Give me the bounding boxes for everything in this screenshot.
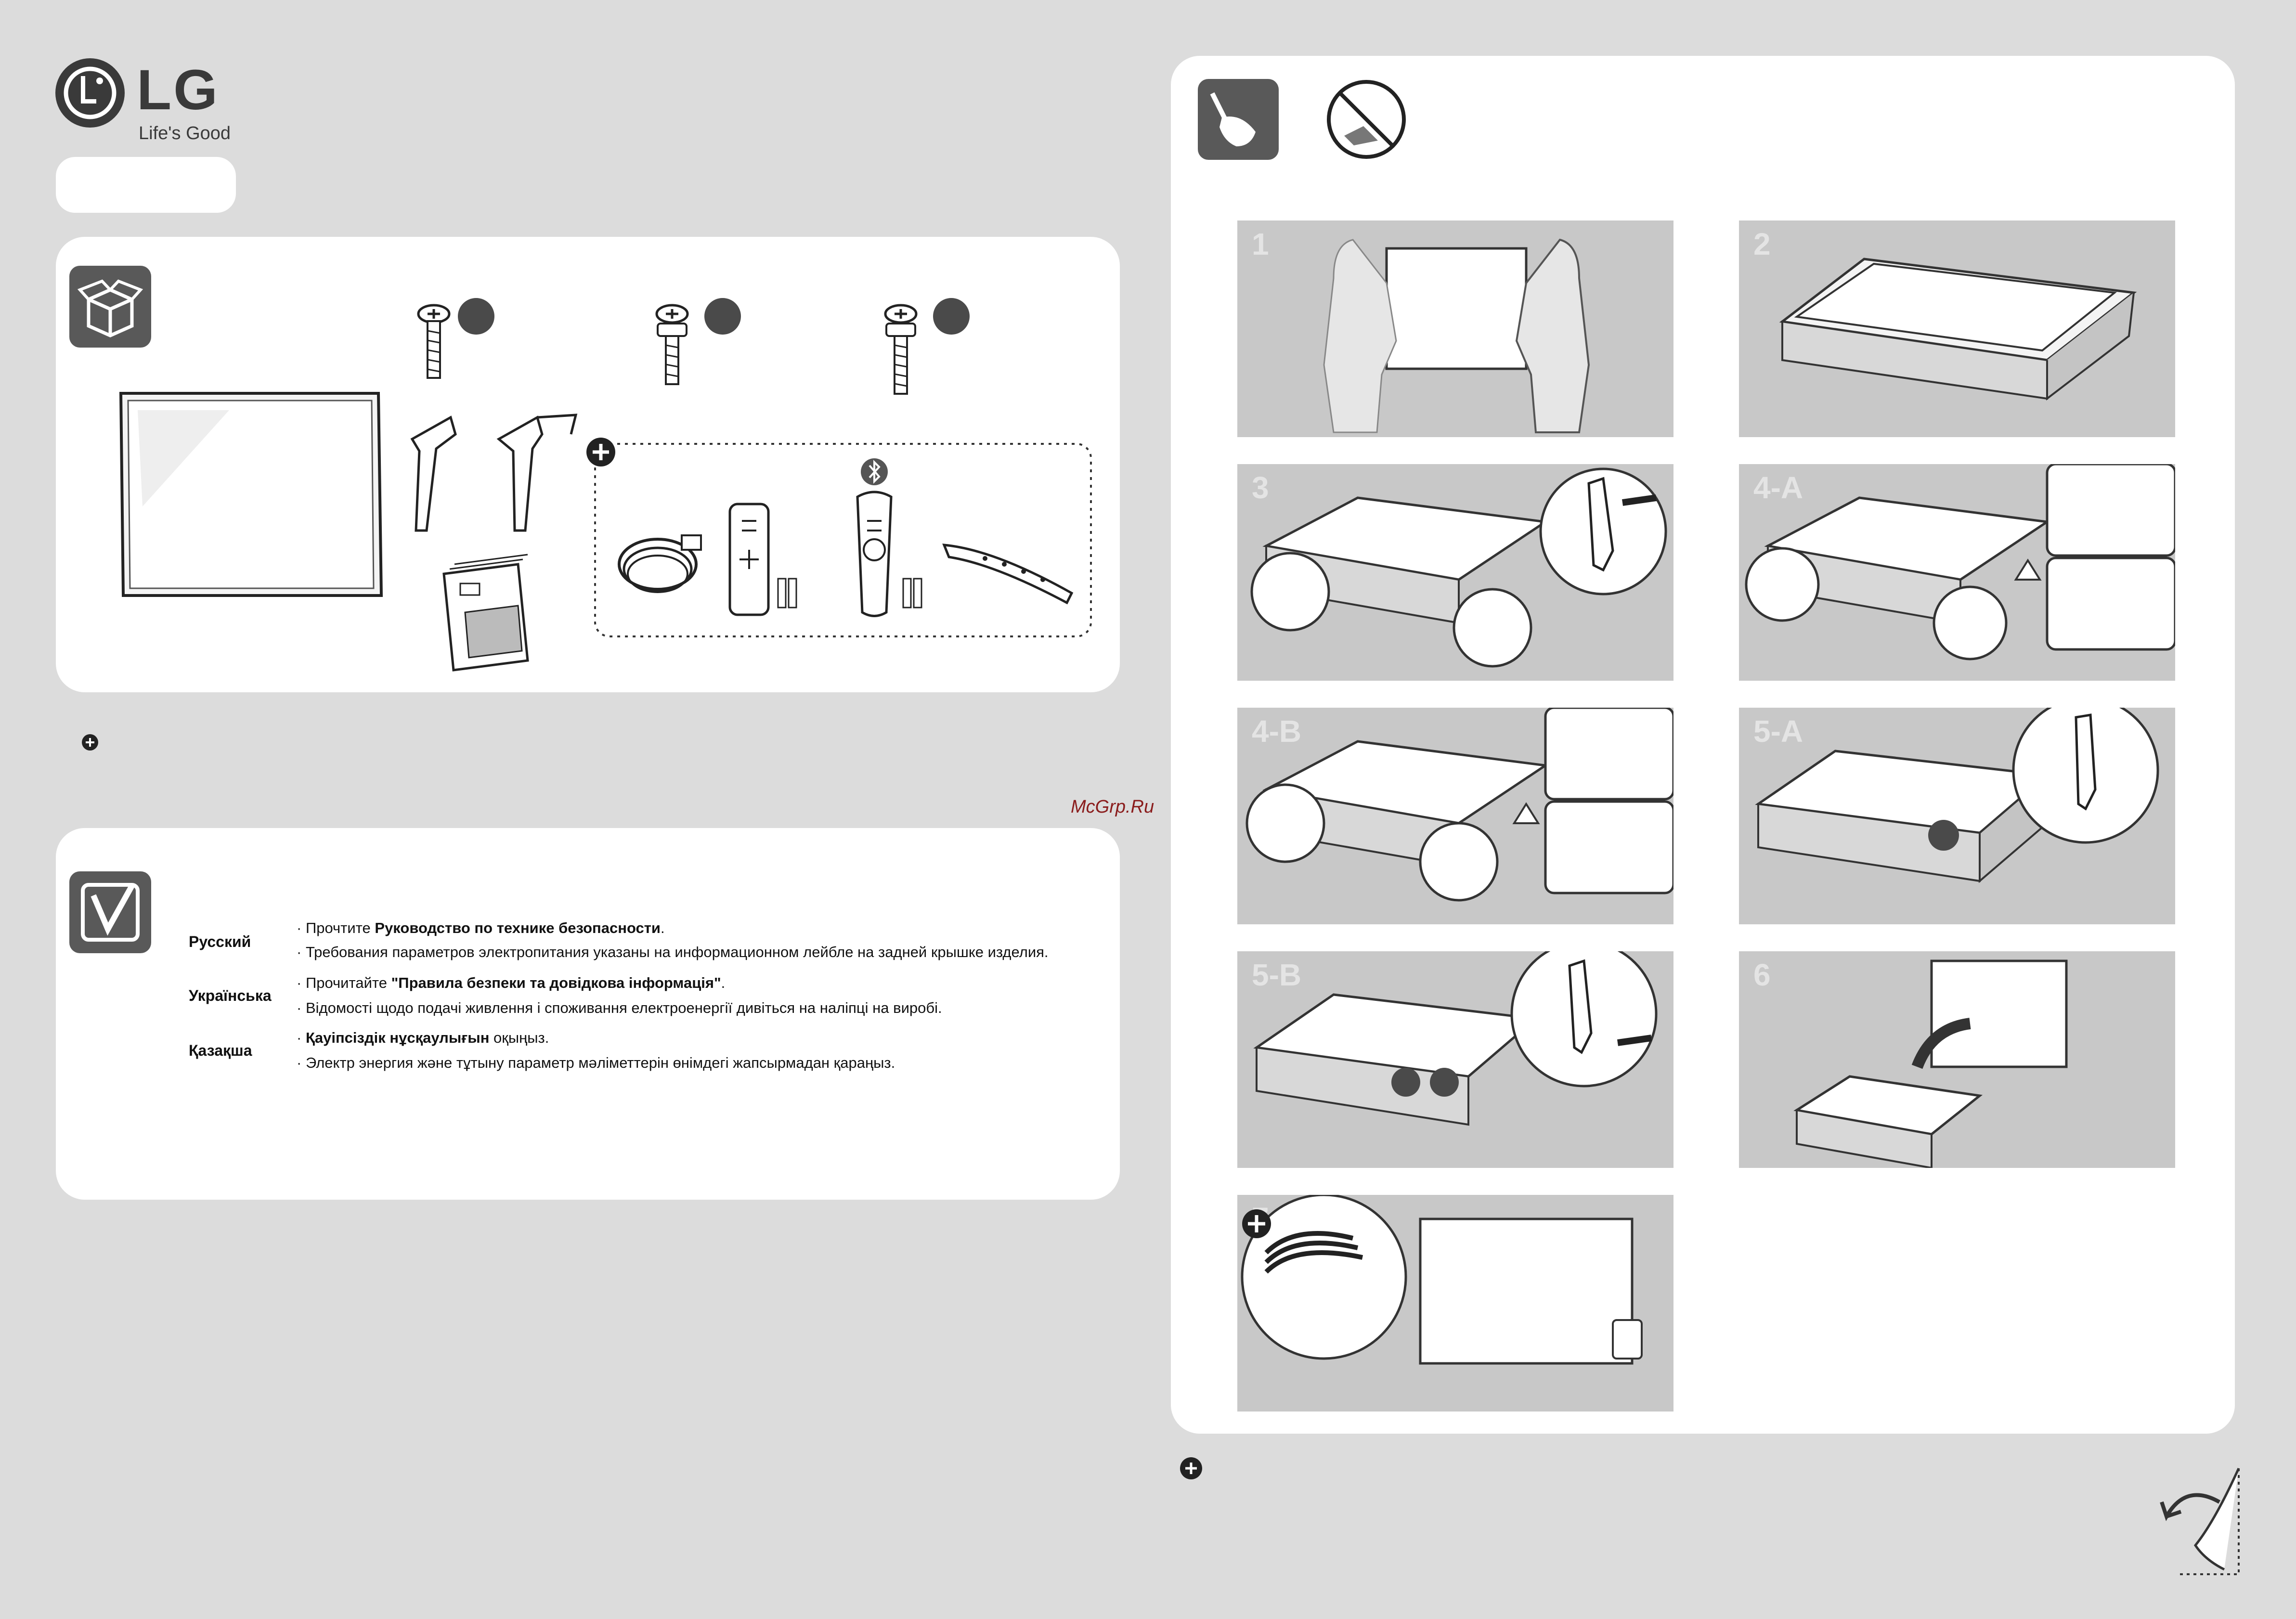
screw-b-icon — [655, 304, 689, 385]
page-turn-icon — [2157, 1464, 2244, 1579]
step-5-b: 5-B — [1237, 951, 1673, 1168]
no-liquid-icon — [1325, 78, 1408, 161]
ru-line-1: · Прочтите Руководство по технике безопа… — [297, 920, 665, 936]
bottom-plus-icon — [1179, 1456, 1204, 1481]
screwdriver-icon — [1198, 79, 1279, 160]
step-4-b: 4-B — [1237, 708, 1673, 924]
step-1: 1 — [1237, 220, 1673, 437]
step-4-a: 4-A — [1739, 464, 2175, 681]
stand-right-icon — [496, 414, 578, 532]
lang-kazakh: Қазақша — [189, 1042, 252, 1059]
screw-b-badge — [704, 298, 741, 335]
checkmark-icon — [69, 871, 151, 953]
step-2: 2 — [1739, 220, 2175, 437]
step-5-a: 5-A — [1739, 708, 2175, 924]
lang-ukrainian: Українська — [189, 987, 272, 1004]
screw-a-badge — [458, 298, 494, 335]
power-cord-icon — [618, 534, 702, 593]
step-6: 6 — [1739, 951, 2175, 1168]
magic-remote-icon — [856, 491, 922, 617]
screw-a-icon — [417, 304, 451, 379]
uk-line-1: · Прочитайте "Правила безпеки та довідко… — [297, 974, 726, 991]
plus-icon — [586, 438, 615, 466]
brand-name: LG — [137, 58, 220, 122]
ru-line-2: · Требования параметров электропитания у… — [297, 944, 1049, 960]
safety-panel: Русский · Прочтите Руководство по техник… — [56, 828, 1120, 1200]
lg-logo: LG Life's Good — [54, 57, 237, 148]
bluetooth-icon — [861, 458, 888, 485]
step-3: 3 — [1237, 464, 1673, 681]
box-contents-panel — [56, 237, 1120, 692]
model-label-box — [56, 157, 236, 213]
stand-left-icon — [410, 415, 457, 532]
cable-holder-icon — [942, 544, 1074, 605]
note-plus-icon — [80, 733, 100, 752]
kk-line-1: · Қауіпсіздік нұсқаулығын оқыңыз. — [297, 1029, 549, 1046]
kk-line-2: · Электр энергия және тұтыну параметр мә… — [297, 1054, 895, 1071]
uk-line-2: · Відомості щодо подачі живлення і спожи… — [297, 999, 942, 1016]
watermark: McGrp.Ru — [1071, 797, 1154, 817]
standard-remote-icon — [728, 503, 797, 616]
lang-russian: Русский — [189, 933, 251, 950]
manual-icon — [442, 554, 529, 672]
open-box-icon — [69, 266, 151, 348]
optional-accessories-box — [594, 443, 1092, 637]
screw-c-badge — [933, 298, 970, 335]
step-7: 7 — [1237, 1195, 1673, 1412]
lg-face-icon — [55, 58, 125, 128]
tv-illustration — [119, 392, 383, 597]
brand-slogan: Life's Good — [139, 123, 231, 143]
screw-c-icon — [884, 304, 918, 395]
